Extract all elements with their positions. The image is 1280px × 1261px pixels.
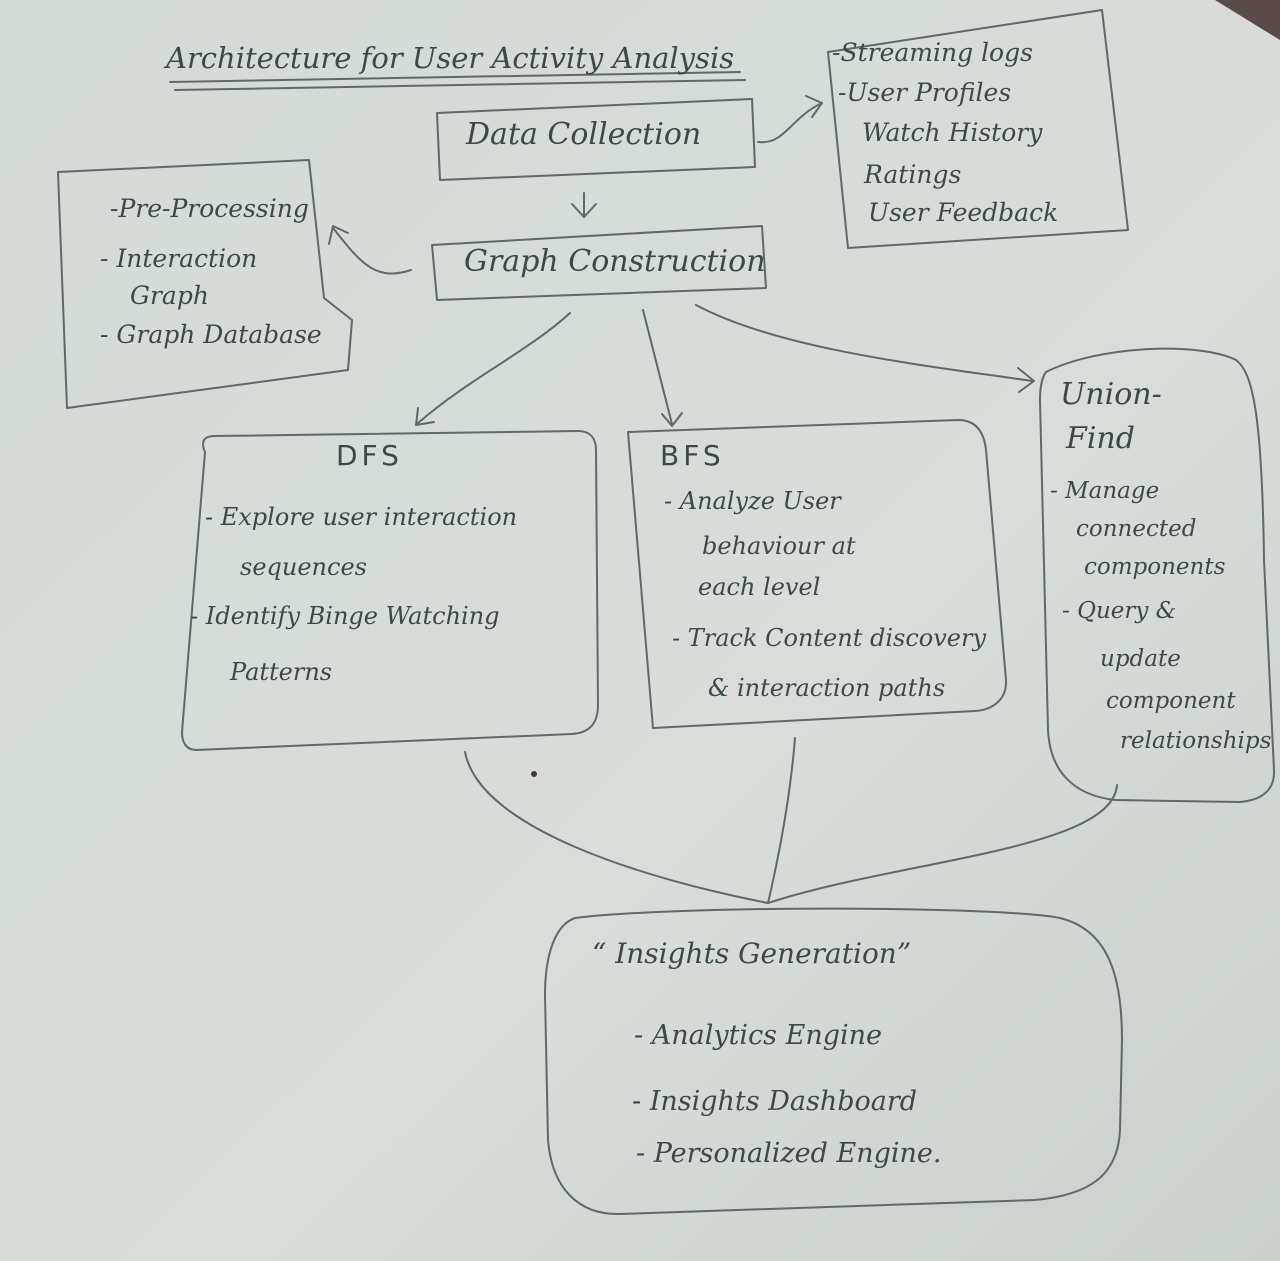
union-find-box [1039, 347, 1276, 803]
insights-personalized-engine: - Personalized Engine. [636, 1138, 942, 1169]
dfs-line-2: sequences [240, 553, 367, 581]
union-find-line-2: connected [1076, 516, 1197, 542]
dfs-title: DFS [336, 439, 403, 472]
union-find-line-5: update [1100, 646, 1181, 672]
dfs-box [181, 430, 599, 751]
bfs-line-2: behaviour at [702, 532, 856, 560]
pencil-dot [531, 771, 537, 777]
diagram-title: Architecture for User Activity Analysis [166, 41, 735, 75]
arrowhead-bfs [661, 412, 683, 427]
sources-box [827, 9, 1129, 249]
source-user-profiles: -User Profiles [838, 78, 1012, 107]
union-find-line-4: - Query & [1062, 598, 1177, 624]
arrowhead-union-find [1017, 367, 1035, 393]
bfs-line-5: & interaction paths [708, 674, 946, 702]
bfs-title: BFS [660, 439, 725, 472]
insights-title: “ Insights Generation” [592, 937, 912, 970]
arrow-to-bfs [642, 309, 673, 425]
source-user-feedback: User Feedback [868, 198, 1059, 227]
data-collection-box [436, 98, 756, 181]
insights-analytics-engine: - Analytics Engine [634, 1020, 883, 1051]
interaction-graph-item-cont: Graph [130, 281, 209, 310]
dfs-line-4: Patterns [230, 658, 333, 686]
bfs-box [627, 419, 1008, 729]
arrowhead-sources [805, 95, 823, 118]
union-find-line-6: component [1106, 688, 1236, 714]
union-find-line-1: - Manage [1050, 478, 1160, 504]
graph-construction-label: Graph Construction [464, 244, 766, 279]
arrow-union-to-insights [767, 784, 1118, 904]
arrow-to-dfs [417, 312, 571, 424]
union-find-title-1: Union- [1060, 377, 1162, 412]
dfs-line-1: - Explore user interaction [205, 503, 518, 531]
title-underline [169, 71, 741, 83]
source-ratings: Ratings [864, 160, 962, 189]
interaction-graph-item: - Interaction [100, 244, 258, 273]
union-find-line-7: relationships [1120, 728, 1272, 754]
insights-box [544, 907, 1123, 1216]
data-collection-label: Data Collection [466, 117, 702, 152]
arrowhead-dfs [415, 407, 435, 426]
preprocessing-item: -Pre-Processing [110, 194, 309, 223]
source-watch-history: Watch History [862, 118, 1043, 147]
arrowhead-preprocessing [328, 225, 349, 245]
dfs-line-3: - Identify Binge Watching [190, 602, 500, 630]
graph-construction-box [431, 225, 767, 301]
bfs-line-3: each level [698, 573, 821, 601]
arrow-to-union-find [695, 304, 1033, 382]
insights-dashboard: - Insights Dashboard [632, 1086, 918, 1117]
arrow-to-preprocessing [332, 227, 412, 275]
arrow-dfs-to-insights [464, 751, 769, 904]
graph-database-item: - Graph Database [100, 320, 322, 349]
title-underline-2 [174, 79, 746, 91]
bfs-line-1: - Analyze User [664, 487, 841, 515]
arrow-bfs-to-insights [767, 737, 796, 904]
arrowhead-graph [571, 203, 597, 218]
union-find-title-2: Find [1066, 421, 1135, 456]
arrow-to-sources [757, 102, 823, 144]
source-streaming-logs: -Streaming logs [832, 38, 1033, 67]
preprocessing-box [57, 159, 353, 409]
bfs-line-4: - Track Content discovery [672, 624, 987, 652]
union-find-line-3: components [1084, 554, 1226, 580]
